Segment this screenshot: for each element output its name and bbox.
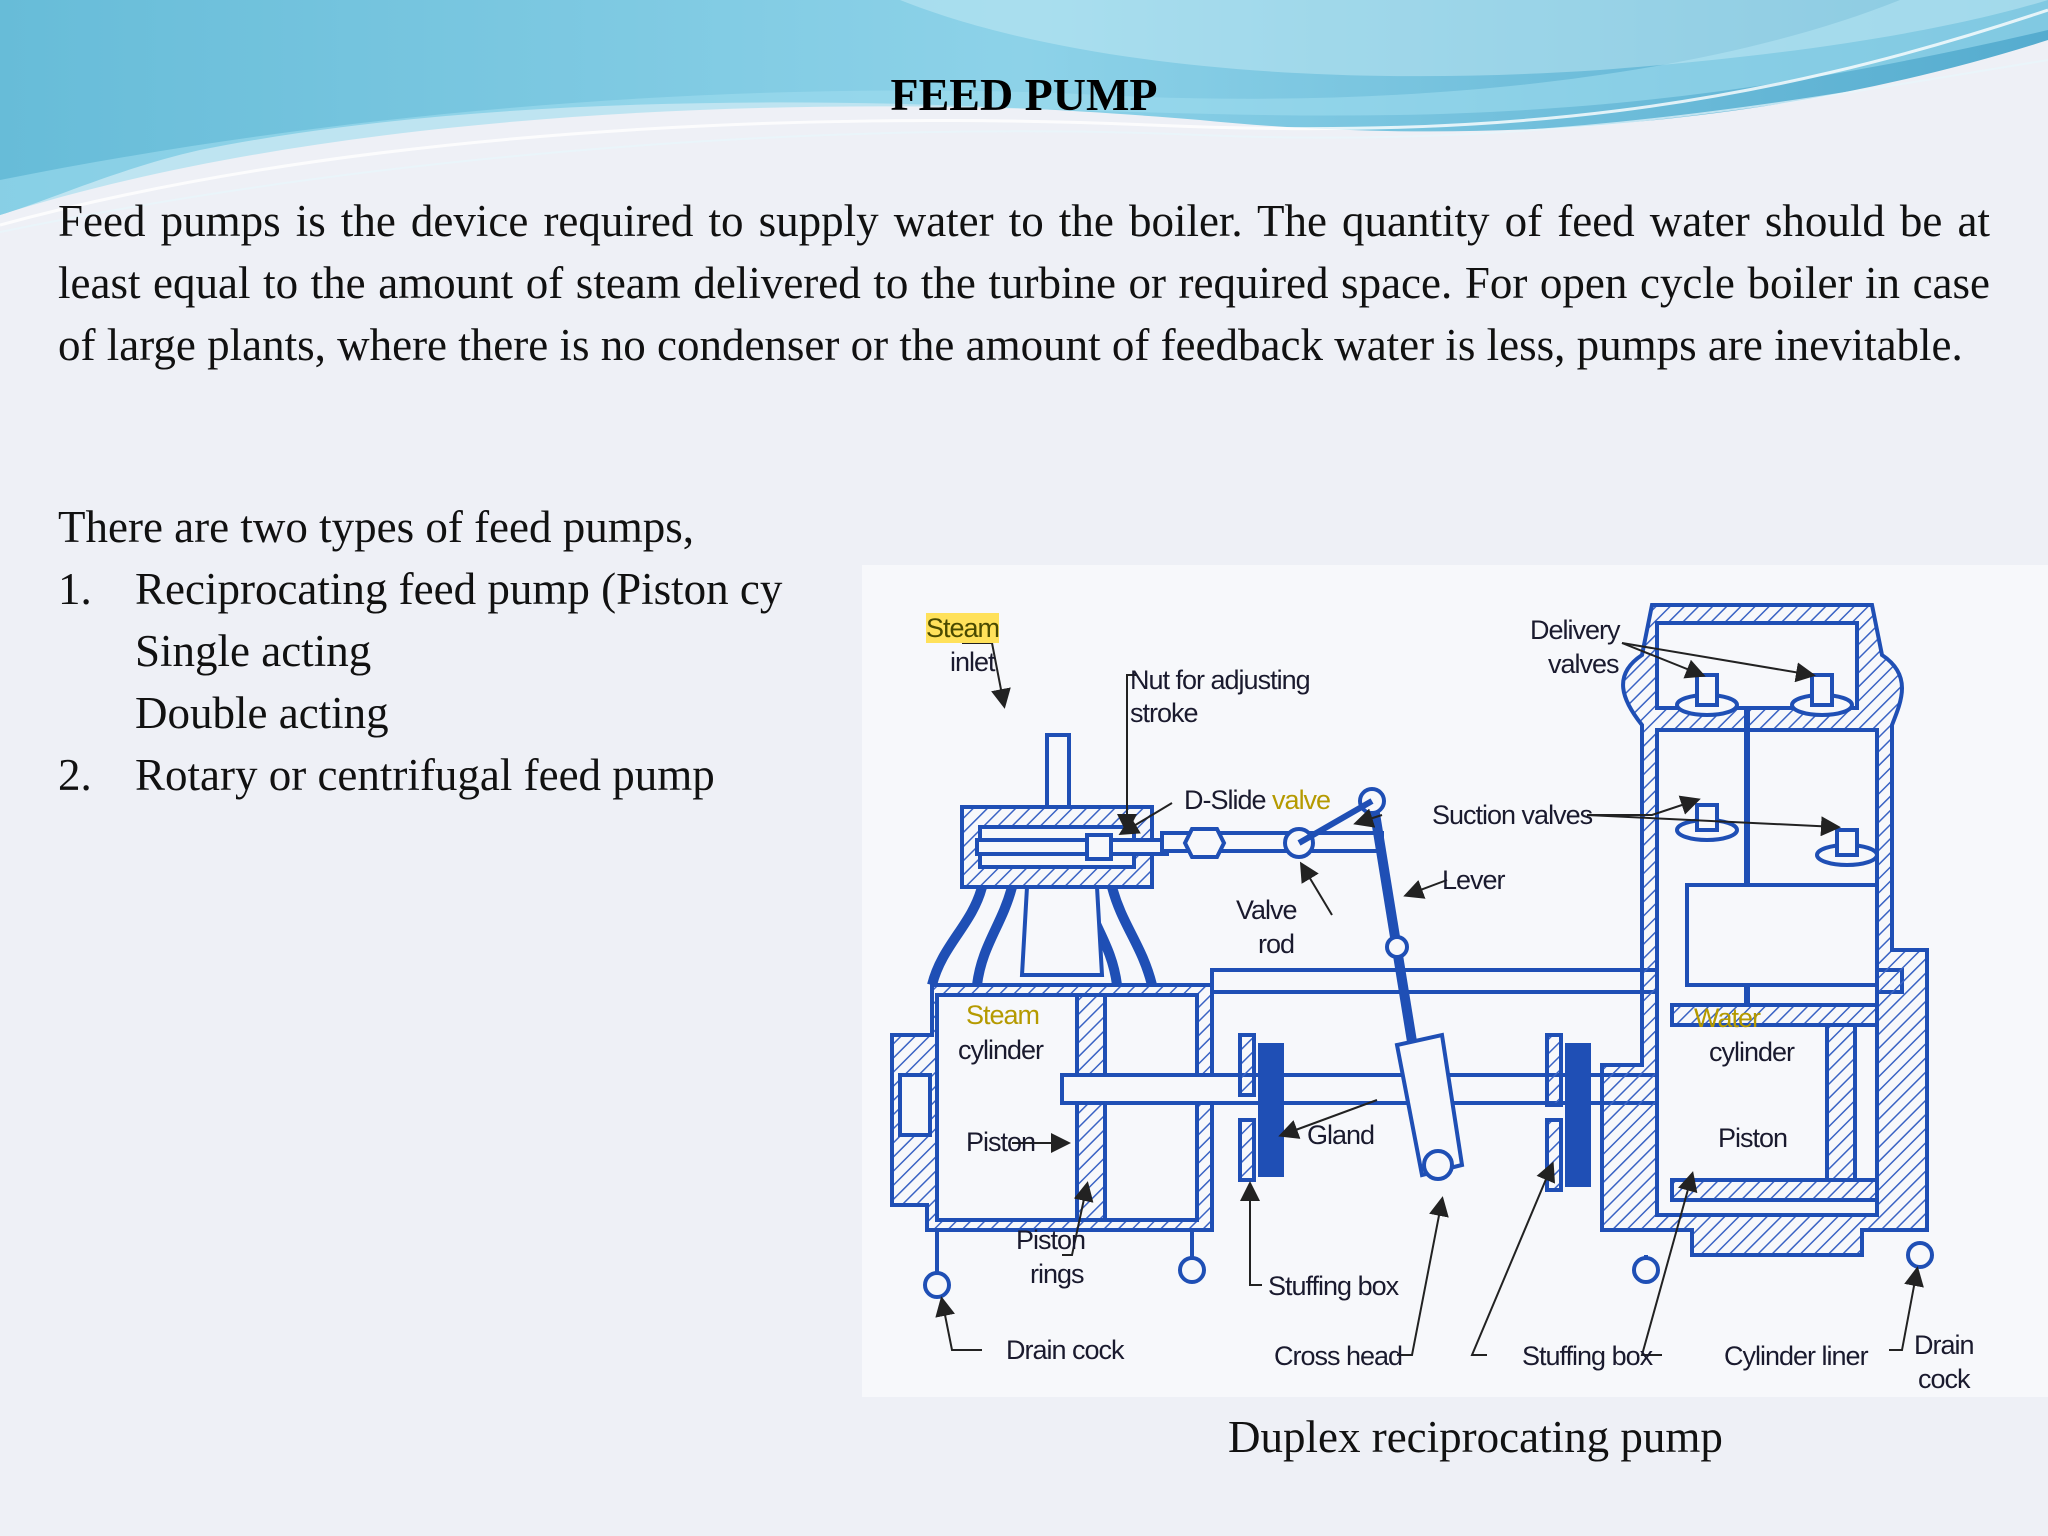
description-paragraph: Feed pumps is the device required to sup… (58, 196, 1990, 370)
label-d-slide-valve: D-Slide valve (1184, 785, 1331, 815)
label-cross-head: Cross head (1274, 1341, 1403, 1371)
figure-caption: Duplex reciprocating pump (1228, 1412, 1723, 1462)
label-inlet: inlet (950, 647, 996, 677)
list-item-double-acting: Double acting (135, 688, 389, 738)
label-stuffing-box-left: Stuffing box (1268, 1271, 1399, 1301)
list-item-number: 1. (58, 564, 92, 614)
list-item-number: 2. (58, 750, 92, 800)
label-nut-adjusting: Nut for adjusting (1130, 665, 1311, 695)
label-water-cylinder: Water (1694, 1003, 1761, 1033)
label-rod: rod (1258, 929, 1295, 959)
label-valve-rod: Valve (1236, 895, 1298, 925)
label-cylinder: cylinder (958, 1035, 1044, 1065)
label-cock: cock (1918, 1364, 1971, 1394)
label-lever: Lever (1442, 865, 1506, 895)
duplex-pump-diagram: Steam inlet Nut for adjusting stroke D-S… (862, 565, 2048, 1397)
label-steam: Steam (926, 613, 1000, 643)
label-stroke: stroke (1130, 698, 1199, 728)
label-cylinder-liner: Cylinder liner (1724, 1341, 1869, 1371)
pump-drawing (890, 603, 1934, 1356)
label-rings: rings (1030, 1259, 1085, 1289)
list-item-single-acting: Single acting (135, 626, 372, 676)
label-valves: valves (1548, 649, 1620, 679)
label-piston-right: Piston (1718, 1123, 1788, 1153)
label-drain-cock-left: Drain cock (1006, 1335, 1125, 1365)
types-intro: There are two types of feed pumps, (58, 502, 695, 552)
label-suction-valves: Suction valves (1432, 800, 1593, 830)
label-piston-rings: Piston (1016, 1225, 1086, 1255)
label-stuffing-box-right: Stuffing box (1522, 1341, 1653, 1371)
list-item-rotary: Rotary or centrifugal feed pump (135, 750, 715, 800)
list-item-reciprocating: Reciprocating feed pump (Piston cy (135, 564, 783, 614)
label-piston-left: Piston (966, 1127, 1036, 1157)
label-drain: Drain (1914, 1330, 1975, 1360)
label-water-cylinder-2: cylinder (1709, 1037, 1795, 1067)
label-delivery: Delivery (1530, 615, 1621, 645)
header-wave-decoration (0, 0, 2048, 233)
label-gland: Gland (1307, 1120, 1375, 1150)
slide-title: FEED PUMP (890, 69, 1158, 120)
label-steam-cylinder: Steam (966, 1000, 1040, 1030)
